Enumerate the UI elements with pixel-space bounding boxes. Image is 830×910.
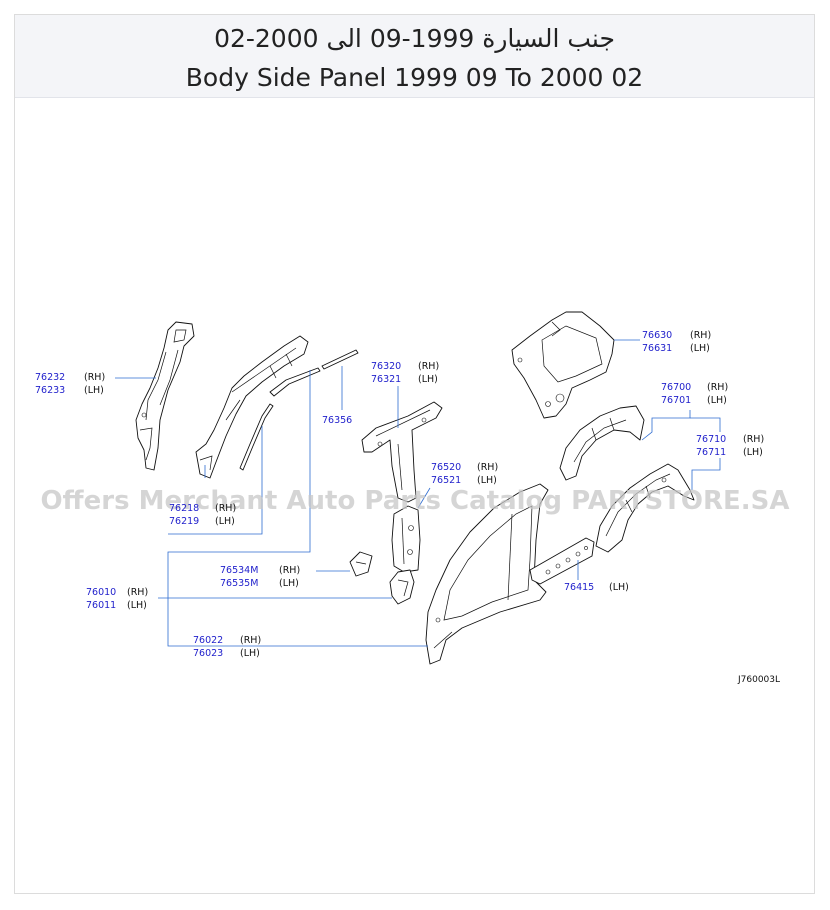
page-title-english: Body Side Panel 1999 09 To 2000 02 <box>185 63 644 92</box>
part-number-76700: 76700 <box>661 382 691 393</box>
callout-76710[interactable]: 76710 (RH) <box>696 434 764 445</box>
callout-76521[interactable]: 76521 (LH) <box>431 475 497 486</box>
callout-76534m[interactable]: 76534M (RH) <box>220 565 300 576</box>
part-wheelhouse-inner <box>559 405 645 481</box>
side-label: (RH) <box>127 587 148 598</box>
callout-76535m[interactable]: 76535M (LH) <box>220 578 299 589</box>
side-label: (RH) <box>240 635 261 646</box>
leader-lines <box>115 339 721 647</box>
part-number-76023: 76023 <box>193 648 223 659</box>
part-number-76520: 76520 <box>431 462 461 473</box>
side-label: (RH) <box>279 565 300 576</box>
part-number-76022: 76022 <box>193 635 223 646</box>
side-label: (LH) <box>127 600 147 611</box>
part-number-76011: 76011 <box>86 600 116 611</box>
part-drip-strips <box>239 349 359 471</box>
part-center-pillar-upper <box>361 401 443 503</box>
callout-76022[interactable]: 76022 (RH) <box>193 635 261 646</box>
part-wheelhouse-outer <box>595 463 695 553</box>
part-front-pillar-inner <box>135 321 195 471</box>
part-number-76710: 76710 <box>696 434 726 445</box>
part-number-76233: 76233 <box>35 385 65 396</box>
callout-76415[interactable]: 76415 (LH) <box>564 582 629 593</box>
side-label: (LH) <box>690 343 710 354</box>
callout-76218[interactable]: 76218 (RH) <box>169 503 236 514</box>
side-label: (RH) <box>418 361 439 372</box>
page-title-arabic: جنب السيارة 1999-09 الى 2000-02 <box>214 24 615 53</box>
part-number-76701: 76701 <box>661 395 691 406</box>
callout-76701[interactable]: 76701 (LH) <box>661 395 727 406</box>
callout-76010[interactable]: 76010 (RH) <box>86 587 148 598</box>
callout-76232[interactable]: 76232 (RH) <box>35 372 105 383</box>
side-label: (LH) <box>743 447 763 458</box>
part-number-76356: 76356 <box>322 415 352 426</box>
part-number-76320: 76320 <box>371 361 401 372</box>
callout-76011[interactable]: 76011 (LH) <box>86 600 147 611</box>
part-number-76711: 76711 <box>696 447 726 458</box>
side-label: (RH) <box>690 330 711 341</box>
page-header: جنب السيارة 1999-09 الى 2000-02 Body Sid… <box>15 15 814 98</box>
side-label: (LH) <box>215 516 235 527</box>
side-label: (LH) <box>477 475 497 486</box>
part-rocker-extension <box>529 537 595 585</box>
part-number-76631: 76631 <box>642 343 672 354</box>
part-number-76521: 76521 <box>431 475 461 486</box>
part-number-76218: 76218 <box>169 503 199 514</box>
part-number-76219: 76219 <box>169 516 199 527</box>
callout-76219[interactable]: 76219 (LH) <box>169 516 235 527</box>
part-number-76321: 76321 <box>371 374 401 385</box>
side-label: (RH) <box>743 434 764 445</box>
part-rear-quarter-upper <box>511 311 615 419</box>
callout-76320[interactable]: 76320 (RH) <box>371 361 439 372</box>
part-number-76010: 76010 <box>86 587 116 598</box>
callout-76233[interactable]: 76233 (LH) <box>35 385 104 396</box>
part-number-76630: 76630 <box>642 330 672 341</box>
callout-76631[interactable]: 76631 (LH) <box>642 343 710 354</box>
side-label: (LH) <box>279 578 299 589</box>
callout-76356[interactable]: 76356 <box>322 415 352 426</box>
part-number-76232: 76232 <box>35 372 65 383</box>
part-roof-rail-inner <box>195 335 309 479</box>
part-number-76534m: 76534M <box>220 565 258 576</box>
callout-76321[interactable]: 76321 (LH) <box>371 374 438 385</box>
callout-76711[interactable]: 76711 (LH) <box>696 447 763 458</box>
callout-76700[interactable]: 76700 (RH) <box>661 382 728 393</box>
side-label: (RH) <box>707 382 728 393</box>
side-label: (LH) <box>240 648 260 659</box>
part-number-76415: 76415 <box>564 582 594 593</box>
side-label: (RH) <box>84 372 105 383</box>
side-label: (RH) <box>215 503 236 514</box>
part-number-76535m: 76535M <box>220 578 258 589</box>
part-small-bracket <box>349 551 373 577</box>
part-center-pillar-lower <box>391 505 421 573</box>
side-label: (LH) <box>707 395 727 406</box>
diagram-reference-code: J760003L <box>737 675 780 685</box>
callout-76023[interactable]: 76023 (LH) <box>193 648 260 659</box>
side-label: (LH) <box>609 582 629 593</box>
side-label: (RH) <box>477 462 498 473</box>
side-label: (LH) <box>84 385 104 396</box>
side-label: (LH) <box>418 374 438 385</box>
part-body-side-outer <box>425 483 549 665</box>
callout-76630[interactable]: 76630 (RH) <box>642 330 711 341</box>
callout-76520[interactable]: 76520 (RH) <box>431 462 498 473</box>
watermark-text: Offers Merchant Auto Parts Catalog PARTS… <box>40 486 789 516</box>
part-sill-reinforcement <box>389 569 415 605</box>
